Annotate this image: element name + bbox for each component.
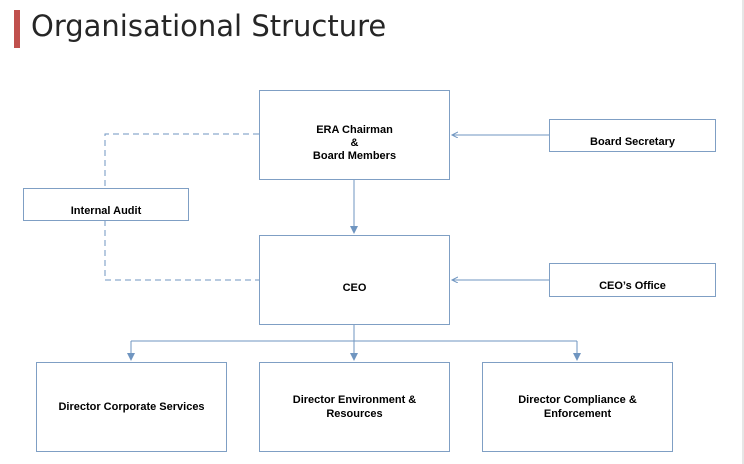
chairman-label: ERA Chairman & Board Members [313,124,396,163]
director-environment-box: Director Environment & Resources [259,362,450,452]
director-corporate-label: Director Corporate Services [58,401,205,413]
ceo-box: CEO [259,235,450,325]
title-accent-bar [14,10,20,48]
director-environment-line2: Resources [326,408,383,420]
director-compliance-line2: Enforcement [543,408,612,420]
internal-audit-box: Internal Audit [23,188,189,221]
director-corporate-box: Director Corporate Services [36,362,227,452]
director-environment-label: Director Environment & Resources [293,393,416,421]
director-environment-line1: Director Environment & [292,394,417,406]
chairman-box: ERA Chairman & Board Members [259,90,450,180]
chairman-line2: & [350,137,359,149]
director-compliance-line1: Director Compliance & [518,394,637,406]
scrollbar-edge [742,0,744,464]
board-secretary-box: Board Secretary [549,119,716,152]
ceo-office-label: CEO’s Office [599,280,666,292]
board-secretary-label: Board Secretary [590,136,675,148]
page-title: Organisational Structure [31,9,387,43]
ceo-label: CEO [342,282,367,294]
internal-audit-label: Internal Audit [70,205,142,217]
ceo-office-box: CEO’s Office [549,263,716,297]
chairman-line1: ERA Chairman [316,124,393,136]
director-compliance-box: Director Compliance & Enforcement [482,362,673,452]
chairman-line3: Board Members [312,150,397,162]
director-compliance-label: Director Compliance & Enforcement [518,393,637,421]
